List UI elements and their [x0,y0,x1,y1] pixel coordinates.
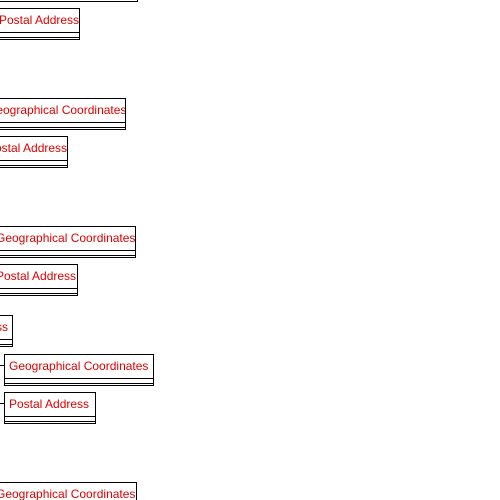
class-name: Geographical Coordinates [0,483,136,500]
class-name: Geographical Coordinates [0,99,125,123]
class-attributes-compartment [0,161,67,166]
class-attributes-compartment [0,340,12,345]
class-name: Postal Address [0,137,67,161]
class-box-postal-address[interactable]: Postal Address [0,264,78,296]
class-operations-compartment [0,128,125,131]
class-attributes-compartment [5,379,153,384]
class-name: Postal Address [5,393,95,417]
association-line [0,365,5,366]
class-operations-compartment [0,294,77,297]
class-name: Geographical Coordinates [0,227,135,251]
class-box-geographical-coordinates[interactable]: Geographical Coordinates [0,482,137,500]
class-box-geographical-coordinates[interactable]: Geographical Coordinates [4,354,154,386]
class-attributes-compartment [0,289,77,294]
class-box-postal-address[interactable]: Postal Address [0,8,80,40]
class-box-address[interactable]: Address [0,315,13,347]
class-name: Postal Address [0,265,77,289]
class-operations-compartment [0,256,135,259]
class-operations-compartment [5,422,95,425]
class-operations-compartment [0,345,12,348]
class-attributes-compartment [5,417,95,422]
class-name: Postal Address [0,9,79,33]
class-operations-compartment [0,166,67,169]
class-attributes-compartment [0,123,125,128]
class-box-geographical-coordinates[interactable]: Geographical Coordinates [0,98,126,130]
class-operations-compartment [0,38,79,41]
class-name: Geographical Coordinates [5,355,153,379]
class-box-geographical-coordinates[interactable]: Geographical Coordinates [0,226,136,258]
class-attributes-compartment [0,33,79,38]
association-line [0,403,5,404]
class-box-postal-address[interactable]: Postal Address [0,136,68,168]
class-box-partial-top[interactable] [0,0,138,2]
class-operations-compartment [5,384,153,387]
class-name: Address [0,316,12,340]
class-attributes-compartment [0,251,135,256]
class-box-postal-address[interactable]: Postal Address [4,392,96,424]
